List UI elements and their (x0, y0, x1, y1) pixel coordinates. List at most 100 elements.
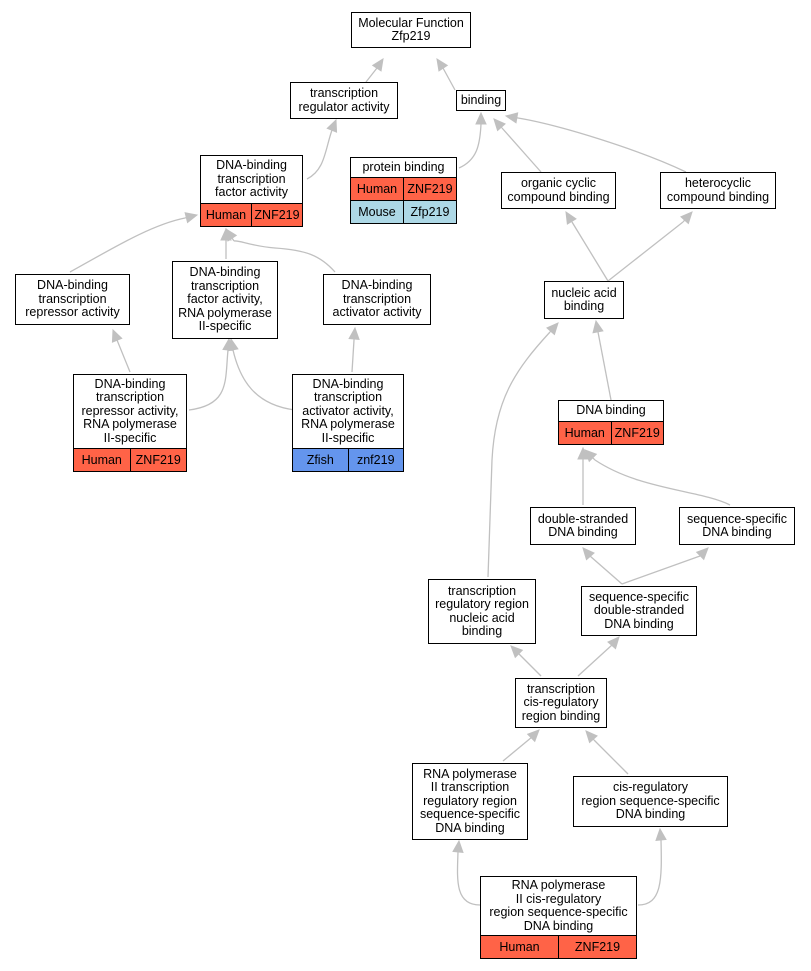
edge-line (518, 653, 542, 677)
annotation-row: Human ZNF219 (74, 448, 186, 471)
node-label: sequence-specific DNA binding (686, 511, 788, 539)
node-label: DNA-binding transcription activator acti… (332, 278, 422, 320)
edge-arrowhead (695, 547, 709, 561)
gene-cell: ZNF219 (129, 449, 187, 471)
edge-arrowhead (607, 636, 620, 650)
edge-arrowhead (227, 337, 239, 352)
node-rnapspec[interactable]: DNA-binding transcription factor activit… (172, 261, 278, 339)
edge-arrowhead (371, 57, 384, 72)
node-dbtfa[interactable]: DNA-binding transcription factor activit… (200, 155, 303, 227)
edge-arrowhead (184, 212, 199, 224)
node-ssds[interactable]: sequence-specific double-stranded DNA bi… (581, 586, 697, 636)
gene-cell: znf219 (347, 449, 404, 471)
edge-arrowhead (475, 111, 487, 125)
species-cell: Human (81, 453, 122, 467)
edge-line (593, 739, 629, 775)
node-dsdna[interactable]: double-stranded DNA binding (530, 507, 636, 545)
node-label: protein binding (362, 159, 445, 174)
node-label: Molecular Function Zfp219 (358, 15, 464, 43)
node-label: DNA-binding transcription factor activit… (215, 158, 288, 200)
edge-line (232, 349, 296, 411)
node-tra[interactable]: transcription regulator activity (290, 82, 398, 119)
edge-arrowhead (504, 112, 519, 124)
node-binding[interactable]: binding (456, 90, 506, 111)
species-cell: Human (205, 208, 247, 222)
edge-arrowhead (225, 227, 238, 242)
node-rnap2trr[interactable]: RNA polymerase II transcription regulato… (412, 763, 528, 840)
edge-line (577, 644, 613, 677)
edge-arrowhead (348, 326, 360, 340)
node-cisreg[interactable]: transcription cis-regulatory region bind… (515, 678, 607, 728)
edge-arrowhead (493, 118, 506, 132)
edge-line (306, 129, 333, 180)
edge-line (597, 331, 612, 401)
node-trrna[interactable]: transcription regulatory region nucleic … (428, 579, 536, 644)
edge-line (589, 555, 623, 585)
edge-line (442, 67, 456, 91)
edge-arrowhead (592, 319, 604, 334)
species-cell: Human (356, 182, 398, 196)
node-ssdna[interactable]: sequence-specific DNA binding (679, 507, 795, 545)
node-label: DNA-binding transcription activator acti… (301, 376, 395, 445)
edge-arrowhead (452, 839, 464, 853)
edge-line (188, 349, 229, 411)
species-cell: Human (564, 426, 605, 440)
edge-arrowhead (111, 328, 123, 343)
edge-line (594, 459, 731, 506)
node-label: RNA polymerase II transcription regulato… (419, 766, 521, 835)
node-label: RNA polymerase II cis-regulatory region … (489, 878, 628, 933)
node-hetero[interactable]: heterocyclic compound binding (660, 172, 776, 209)
edge-line (231, 237, 235, 242)
node-label: organic cyclic compound binding (507, 176, 610, 204)
edge-arrowhead (655, 827, 667, 841)
edge-arrowhead (436, 57, 449, 72)
species-cell: Mouse (358, 205, 396, 219)
node-repressor2[interactable]: DNA-binding transcription repressor acti… (73, 374, 187, 472)
gene-cell: ZNF219 (403, 178, 456, 200)
edge-line (517, 117, 687, 173)
edge-line (502, 736, 533, 762)
node-label: transcription cis-regulatory region bind… (521, 681, 601, 723)
node-label: DNA-binding transcription repressor acti… (25, 278, 120, 320)
node-repressor[interactable]: DNA-binding transcription repressor acti… (15, 274, 130, 325)
node-label: DNA-binding transcription repressor acti… (81, 376, 179, 445)
edge-arrowhead (582, 547, 595, 561)
node-label: transcription regulatory region nucleic … (435, 583, 529, 638)
edge-arrowhead (326, 118, 338, 133)
edge-arrowhead (680, 211, 693, 225)
edge-line (116, 339, 131, 373)
edge-line (233, 240, 336, 273)
node-label: sequence-specific double-stranded DNA bi… (588, 589, 690, 631)
node-mf[interactable]: Molecular Function Zfp219 (351, 12, 471, 48)
edge-line (637, 839, 662, 906)
node-label: transcription regulator activity (298, 86, 390, 114)
edge-line (458, 123, 482, 169)
node-label: DNA-binding transcription factor activit… (178, 265, 272, 334)
annotation-row: Human ZNF219 (351, 177, 456, 200)
species-cell: Zfish (306, 453, 334, 467)
edge-arrowhead (585, 730, 598, 744)
annotation-row: Zfish znf219 (293, 448, 403, 471)
node-organic[interactable]: organic cyclic compound binding (501, 172, 616, 209)
node-nucleic[interactable]: nucleic acid binding (544, 281, 624, 319)
species-cell: Human (499, 940, 540, 954)
node-cisregss[interactable]: cis-regulatory region sequence-specific … (573, 776, 728, 827)
node-rnap2cis[interactable]: RNA polymerase II cis-regulatory region … (480, 876, 637, 959)
edge-arrowhead (546, 322, 559, 336)
edge-line (365, 67, 378, 83)
node-activator[interactable]: DNA-binding transcription activator acti… (323, 274, 431, 325)
edge-line (456, 851, 481, 906)
node-activator2[interactable]: DNA-binding transcription activator acti… (292, 374, 404, 472)
gene-cell: ZNF219 (251, 204, 302, 226)
edge-line (487, 331, 551, 578)
edge-arrowhead (584, 449, 598, 463)
node-label: heterocyclic compound binding (666, 176, 770, 204)
node-label: binding (460, 92, 502, 107)
annotation-row: Human ZNF219 (201, 203, 302, 226)
